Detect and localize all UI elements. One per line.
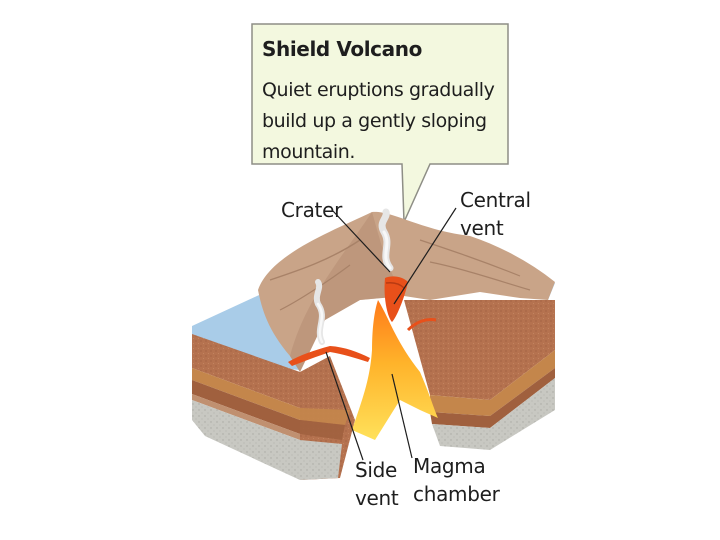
steam-plume-side <box>313 279 325 345</box>
label-crater: Crater <box>281 198 343 222</box>
side-vent-shape <box>288 318 437 366</box>
block-left-face <box>192 334 300 480</box>
label-side-vent: Side vent <box>355 458 399 510</box>
label-magma-chamber: Magma chamber <box>413 454 500 506</box>
callout-description: Quiet eruptions gradually build up a gen… <box>262 79 495 163</box>
block-center-left-face <box>300 356 355 480</box>
block-right-face <box>404 300 555 450</box>
leader-line-side-vent <box>325 351 364 461</box>
magma-chamber-shape <box>352 300 438 440</box>
callout-bubble <box>251 23 509 223</box>
leader-line-crater <box>332 210 391 273</box>
leader-line-central-vent <box>393 207 457 305</box>
callout-title: Shield Volcano <box>262 37 422 61</box>
leader-line-magma-chamber <box>391 373 413 459</box>
steam-plume-central <box>378 208 394 272</box>
label-central-vent: Central vent <box>460 188 531 240</box>
central-vent-shape <box>384 276 408 322</box>
